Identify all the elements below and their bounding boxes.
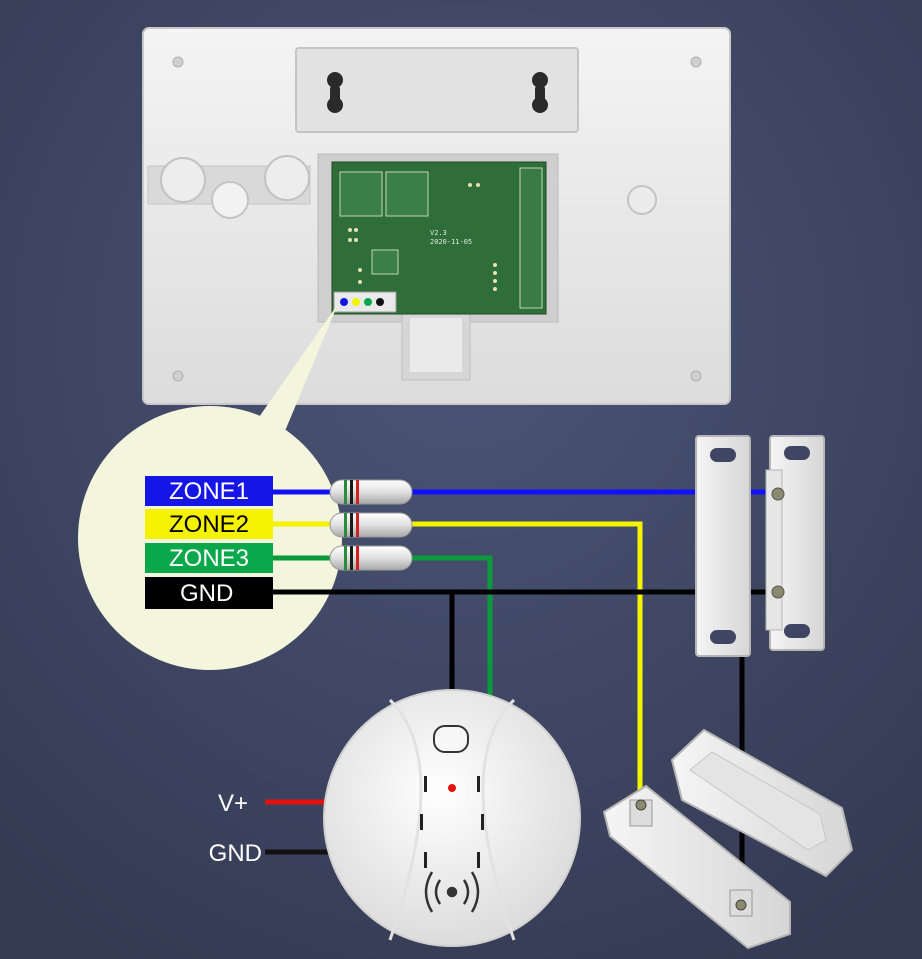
door-contact-sensor: [695, 435, 825, 657]
zone2-label: ZONE2: [169, 511, 249, 538]
screw-icon: [690, 56, 702, 68]
keyhole-icon: [327, 72, 343, 113]
pcb-version: V2.3: [430, 229, 447, 237]
status-led: [448, 784, 456, 792]
buzzer-icon: [424, 871, 480, 913]
screw-icon: [771, 585, 785, 599]
test-button: [433, 725, 469, 753]
pcb-board: V2.3 2020-11-05: [331, 161, 547, 315]
resistor: [329, 512, 413, 538]
screw-icon: [771, 487, 785, 501]
smoke-gnd-label: GND: [209, 840, 262, 867]
surface-contact-sensor: [602, 728, 854, 950]
gnd-label-bg: [145, 577, 273, 609]
screw-icon: [172, 56, 184, 68]
zone3-label-bg: [145, 543, 273, 573]
resistor: [329, 479, 413, 505]
keyhole-icon: [532, 72, 548, 113]
screw-icon: [172, 370, 184, 382]
zone1-label-bg: [145, 476, 273, 506]
zone3-label: ZONE3: [169, 545, 249, 572]
screw-icon: [690, 370, 702, 382]
end-of-line-resistors: [329, 479, 413, 571]
screw-icon: [735, 899, 747, 911]
zone2-label-bg: [145, 509, 273, 539]
gnd-label: GND: [180, 580, 233, 607]
mounting-plate: [295, 47, 579, 133]
smoke-detector: V+ GND: [209, 689, 581, 947]
screw-icon: [635, 799, 647, 811]
vplus-label: V+: [218, 790, 248, 817]
pcb-date: 2020-11-05: [430, 238, 472, 246]
zone1-label: ZONE1: [169, 478, 249, 505]
resistor: [329, 545, 413, 571]
zone-labels: ZONE1 ZONE2 ZONE3 GND: [145, 476, 273, 609]
